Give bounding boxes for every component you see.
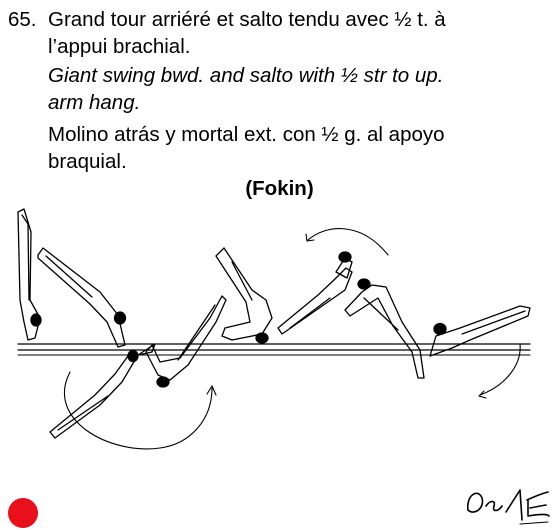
english-description-line1: Giant swing bwd. and salto with ½ str to… xyxy=(48,64,444,87)
difficulty-indicator-dot xyxy=(8,498,38,528)
french-description-line1: Grand tour arriéré et salto tendu avec ½… xyxy=(48,8,446,31)
french-description-line2: l’appui brachial. xyxy=(48,35,191,58)
rotation-arrows xyxy=(63,228,521,450)
gymnast-figure-4 xyxy=(145,295,227,388)
arrow-arc-top xyxy=(307,228,389,256)
gymnast-figure-5 xyxy=(215,247,273,344)
spanish-description-line2: braquial. xyxy=(48,150,127,173)
parallel-bars xyxy=(17,343,531,356)
arrow-head-top xyxy=(305,233,315,242)
element-number: 65. xyxy=(8,8,37,31)
gymnast-figure-7 xyxy=(344,278,425,379)
gymnast-figure-2 xyxy=(37,247,127,348)
element-name: (Fokin) xyxy=(245,177,314,200)
arrow-arc-right xyxy=(479,343,521,396)
spanish-description-line1: Molino atrás y mortal ext. con ½ g. al a… xyxy=(48,123,445,146)
gymnast-figure-8 xyxy=(429,305,531,357)
arrow-arc-lower-left xyxy=(63,371,213,450)
english-description-line2: arm hang. xyxy=(48,91,141,114)
signature xyxy=(467,489,550,525)
gymnast-figure-3 xyxy=(49,343,156,439)
arrow-head-lower-left xyxy=(206,385,217,396)
gymnast-figure-1 xyxy=(17,208,42,341)
arrow-head-right xyxy=(478,390,487,399)
gymnast-figure-6 xyxy=(277,251,353,335)
